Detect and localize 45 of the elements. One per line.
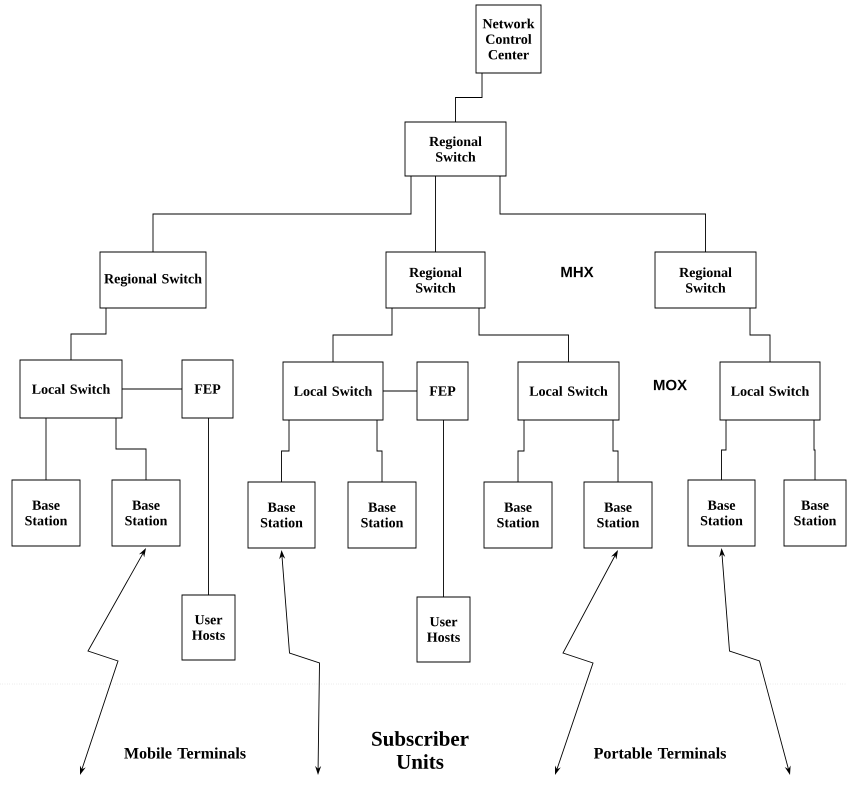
control-center-box: Network Control Center xyxy=(476,4,542,74)
station-box: Base Station xyxy=(248,482,316,548)
connector-line xyxy=(443,420,444,598)
connector-line xyxy=(500,176,706,252)
connector-line xyxy=(435,176,436,252)
terminal-label: Subscriber Units xyxy=(372,731,469,769)
connector-line xyxy=(152,176,412,252)
switch-box: Local Switch xyxy=(20,360,122,418)
connector-line xyxy=(382,390,418,392)
station-box: Base Station xyxy=(688,480,756,546)
connector-line xyxy=(70,308,106,360)
connector-line xyxy=(455,72,482,122)
connector-line xyxy=(478,308,569,362)
connector-line xyxy=(518,420,524,482)
connector-line xyxy=(208,418,209,596)
station-box: Base Station xyxy=(12,480,80,546)
terminal-label: Portable Terminals xyxy=(594,747,726,759)
connector-line xyxy=(116,418,146,480)
connector-line xyxy=(814,420,816,480)
level-label: MOX xyxy=(654,380,687,390)
connector-line xyxy=(612,420,618,482)
station-box: Base Station xyxy=(348,482,416,548)
switch-box: Regional Switch xyxy=(404,122,506,176)
host-box: User Hosts xyxy=(416,596,470,662)
host-box: User Hosts xyxy=(182,594,236,660)
station-box: Base Station xyxy=(484,482,552,548)
connector-line xyxy=(122,388,182,390)
connector-line xyxy=(376,420,382,482)
terminal-label: Mobile Terminals xyxy=(124,747,246,759)
fep-box: FEP xyxy=(182,360,234,418)
level-label: MHX xyxy=(561,266,594,278)
connector-line xyxy=(721,420,726,480)
station-box: Base Station xyxy=(784,480,846,546)
switch-box: Local Switch xyxy=(518,362,620,420)
connector-line xyxy=(750,308,770,362)
station-box: Base Station xyxy=(112,480,180,546)
switch-box: Regional Switch xyxy=(386,252,486,308)
connector-line xyxy=(281,420,290,482)
fep-box: FEP xyxy=(416,362,468,420)
switch-box: Regional Switch xyxy=(100,252,206,308)
switch-box: Local Switch xyxy=(720,362,820,420)
station-box: Base Station xyxy=(584,482,652,548)
switch-box: Regional Switch xyxy=(654,252,756,308)
switch-box: Local Switch xyxy=(282,362,384,420)
connector-line xyxy=(332,308,392,362)
